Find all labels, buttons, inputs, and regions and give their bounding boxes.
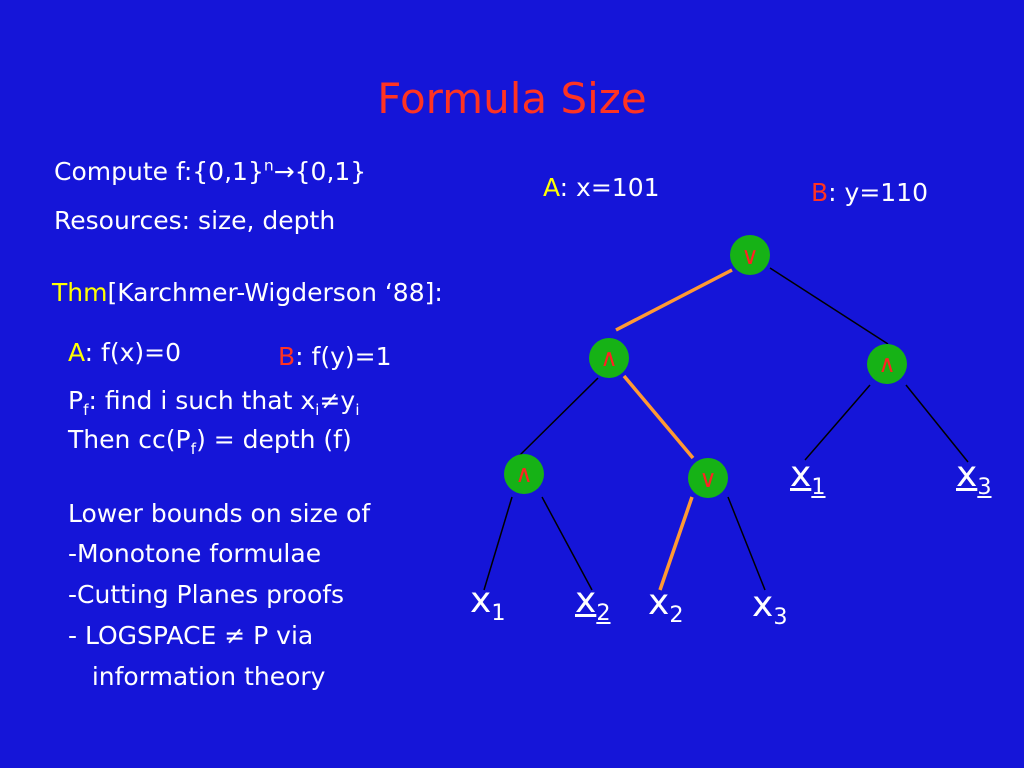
and-gate-icon: ∧ bbox=[515, 460, 533, 488]
lower-bounds-item: - LOGSPACE ≠ P via bbox=[68, 621, 314, 650]
and-gate-right bbox=[867, 344, 907, 384]
slide-title: Formula Size bbox=[377, 74, 647, 123]
compute-prefix: Compute f:{0,1} bbox=[54, 157, 264, 186]
and-gate-icon: ∧ bbox=[878, 350, 896, 378]
and-gate-icon: ∧ bbox=[600, 344, 618, 372]
theorem-line: Thm[Karchmer-Wigderson ‘88]: bbox=[52, 278, 443, 308]
tree-edge bbox=[483, 496, 513, 591]
then-line: Then cc(Pf) = depth (f) bbox=[68, 425, 352, 458]
bob-input-value: : y=110 bbox=[828, 178, 928, 207]
alice-input-value: : x=101 bbox=[559, 173, 660, 202]
tree-edge bbox=[519, 377, 599, 456]
alice-input: A: x=101 bbox=[543, 173, 660, 203]
problem-sub: f bbox=[83, 401, 89, 419]
highlight-path-edge bbox=[622, 374, 695, 460]
lower-bounds-item: information theory bbox=[68, 662, 326, 691]
or-gate-root bbox=[730, 235, 770, 275]
problem-y: y bbox=[340, 386, 356, 415]
leaf-sub: 3 bbox=[773, 604, 788, 631]
problem-sub-i: i bbox=[315, 401, 320, 419]
leaf-x1-negated: x1 bbox=[790, 454, 826, 498]
bob-input: B: y=110 bbox=[811, 178, 928, 208]
then-tail: ) = depth (f) bbox=[196, 425, 352, 454]
leaf-var: x bbox=[575, 580, 597, 621]
arrow-icon: → bbox=[273, 157, 295, 186]
problem-p: P bbox=[68, 386, 84, 415]
theorem-citation: [Karchmer-Wigderson ‘88]: bbox=[107, 278, 443, 307]
bob-condition: B: f(y)=1 bbox=[278, 342, 391, 372]
leaf-sub: 1 bbox=[491, 600, 506, 627]
or-gate-bottom bbox=[688, 458, 728, 498]
leaf-x3-negated: x3 bbox=[956, 454, 992, 498]
problem-definition: Pf: find i such that xi≠yi bbox=[68, 386, 360, 419]
problem-sub-i2: i bbox=[355, 401, 360, 419]
alice-label: A bbox=[68, 338, 85, 367]
bob-input-label: B bbox=[811, 178, 829, 207]
compute-line: Compute f:{0,1}n→{0,1} bbox=[54, 157, 366, 187]
highlight-path-edge bbox=[615, 268, 733, 332]
leaf-sub: 2 bbox=[669, 602, 684, 629]
compute-exponent: n bbox=[263, 156, 274, 175]
problem-text: : find i such that x bbox=[88, 386, 316, 415]
tree-edge bbox=[541, 496, 593, 591]
alice-input-label: A bbox=[543, 173, 560, 202]
leaf-var: x bbox=[790, 454, 812, 495]
alice-condition: A: f(x)=0 bbox=[68, 338, 181, 368]
leaf-sub: 3 bbox=[977, 474, 992, 501]
resources-line: Resources: size, depth bbox=[54, 206, 336, 235]
leaf-var: x bbox=[752, 584, 774, 625]
leaf-sub: 1 bbox=[811, 474, 826, 501]
leaf-var: x bbox=[956, 454, 978, 495]
lower-bounds-heading: Lower bounds on size of bbox=[68, 499, 371, 528]
tree-edge bbox=[727, 496, 766, 591]
leaf-x2: x2 bbox=[648, 582, 684, 626]
and-gate-left bbox=[589, 338, 629, 378]
or-gate-icon: ∨ bbox=[741, 242, 759, 270]
or-gate-icon: ∨ bbox=[699, 465, 717, 493]
leaf-x1: x1 bbox=[470, 580, 506, 624]
tree-edge bbox=[769, 267, 889, 345]
and-gate-bottom-left bbox=[504, 454, 544, 494]
leaf-var: x bbox=[648, 582, 670, 623]
tree-edge bbox=[905, 384, 969, 463]
leaf-var: x bbox=[470, 580, 492, 621]
leaf-sub: 2 bbox=[596, 600, 611, 627]
lower-bounds-item: -Monotone formulae bbox=[68, 539, 322, 568]
compute-suffix: {0,1} bbox=[294, 157, 367, 186]
bob-label: B bbox=[278, 342, 296, 371]
lower-bounds-item: -Cutting Planes proofs bbox=[68, 580, 345, 609]
tree-edge bbox=[804, 384, 871, 461]
bob-condition-text: : f(y)=1 bbox=[295, 342, 392, 371]
leaf-x3: x3 bbox=[752, 584, 788, 628]
highlight-path-edge bbox=[658, 496, 694, 591]
then-lead: Then cc(P bbox=[68, 425, 191, 454]
neq-symbol: ≠ bbox=[319, 386, 341, 415]
leaf-x2-negated: x2 bbox=[575, 580, 611, 624]
then-sub: f bbox=[190, 440, 197, 458]
theorem-label: Thm bbox=[52, 278, 108, 307]
alice-condition-text: : f(x)=0 bbox=[84, 338, 181, 367]
